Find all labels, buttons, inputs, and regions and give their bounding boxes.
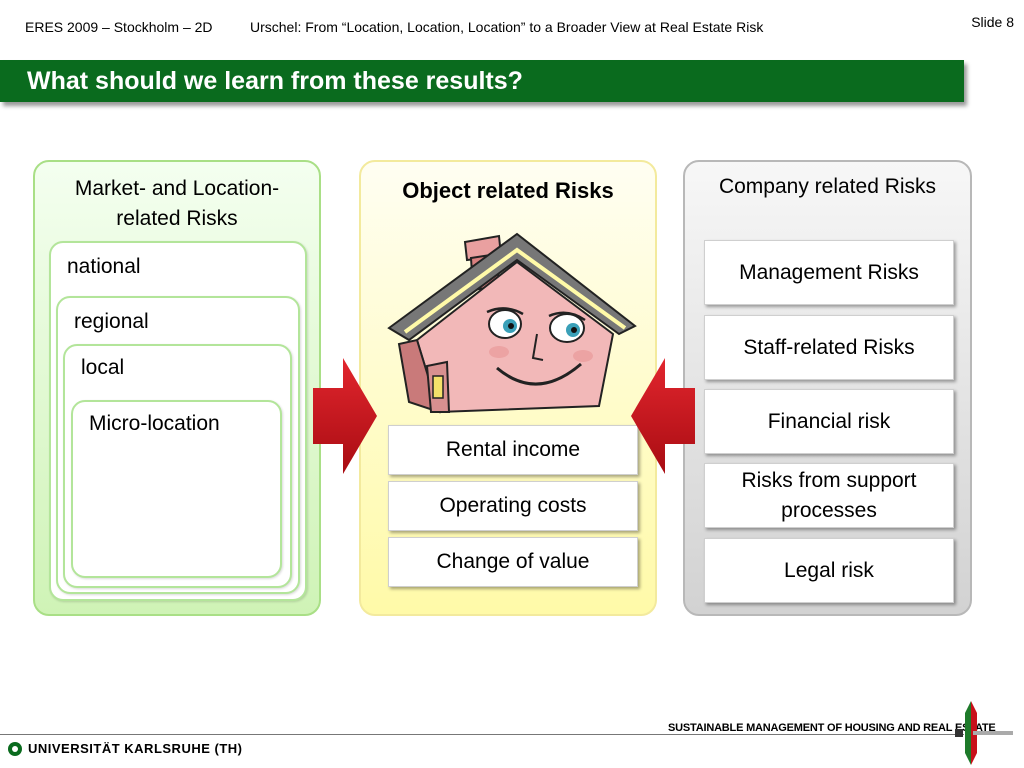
staff-related-risks-box: Staff-related Risks [704,315,954,380]
conference-label: ERES 2009 – Stockholm – 2D [25,19,213,35]
level-micro-location-box: Micro-location [71,400,282,578]
university-name: UNIVERSITÄT KARLSRUHE (TH) [28,741,243,756]
arrow-right-icon [313,358,377,474]
arrow-left-icon [631,358,695,474]
level-local-label: local [81,356,125,379]
market-location-panel: Market- and Location-related Risks natio… [33,160,321,616]
university-emblem-icon [8,741,22,756]
change-of-value-box: Change of value [388,537,638,587]
title-bar: What should we learn from these results? [0,60,964,102]
department-flag-icon [955,701,1013,765]
level-national-label: national [67,255,141,278]
company-risks-panel: Company related Risks Management Risks S… [683,160,972,616]
market-panel-heading: Market- and Location-related Risks [74,177,280,230]
financial-risk-box: Financial risk [704,389,954,454]
footer-divider-right [664,734,964,735]
footer-divider [0,734,664,735]
department-name: SUSTAINABLE MANAGEMENT OF HOUSING AND RE… [668,722,996,734]
slide-title: What should we learn from these results? [27,67,523,95]
rental-income-box: Rental income [388,425,638,475]
level-regional-label: regional [74,310,149,333]
object-risks-panel: Object related Risks Rental income Opera… [359,160,657,616]
house-cartoon-icon [387,232,637,414]
management-risks-box: Management Risks [704,240,954,305]
object-panel-heading: Object related Risks [402,178,614,203]
presentation-subtitle: Urschel: From “Location, Location, Locat… [250,19,764,35]
legal-risk-box: Legal risk [704,538,954,603]
level-micro-location-label: Micro-location [89,412,220,435]
university-logo: UNIVERSITÄT KARLSRUHE (TH) [8,741,243,756]
slide-number: Slide 8 [971,14,1014,30]
company-panel-heading: Company related Risks [718,175,937,198]
support-process-risks-box: Risks from support processes [704,463,954,528]
operating-costs-box: Operating costs [388,481,638,531]
